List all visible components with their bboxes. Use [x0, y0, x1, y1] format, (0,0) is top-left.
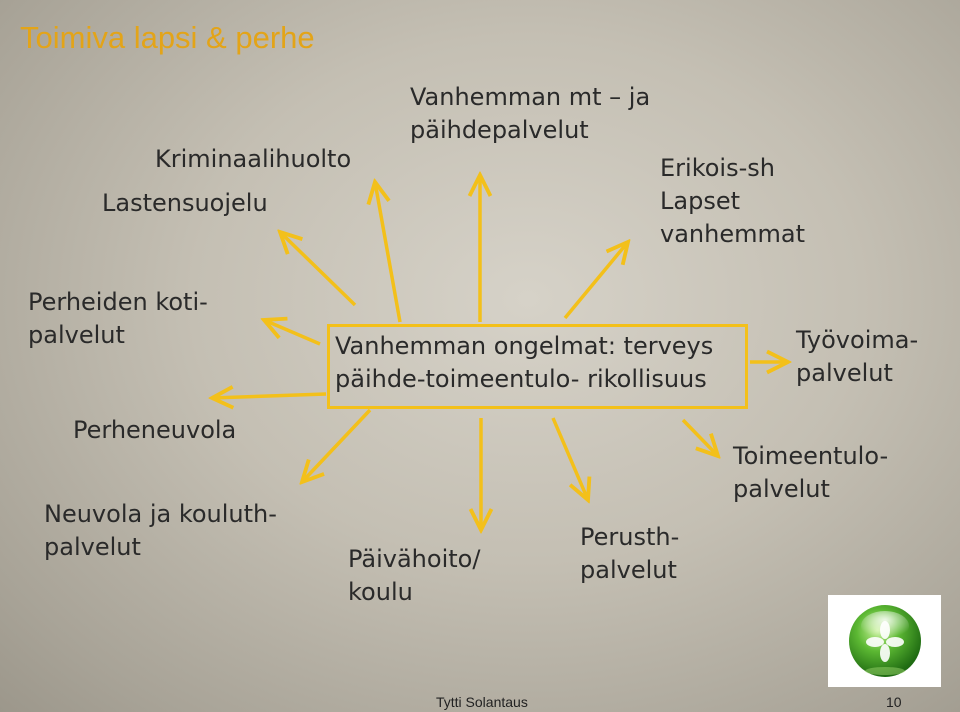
center-problem-text: Vanhemman ongelmat: terveys päihde-toime… — [335, 330, 713, 396]
arrow-to-kriminaalihuolto — [375, 182, 402, 323]
arrow-to-toimeentulo — [681, 418, 718, 456]
node-paivahoito-line2: koulu — [348, 578, 413, 606]
arrow-to-neuvola — [302, 408, 372, 482]
node-erikois-sh-line3: vanhemmat — [660, 220, 805, 248]
node-toimeentulo-line1: Toimeentulo- — [733, 442, 889, 470]
center-line-2: päihde-toimeentulo- rikollisuus — [335, 365, 707, 393]
logo — [828, 595, 941, 687]
node-erikois-sh-line1: Erikois-sh — [660, 154, 775, 182]
node-neuvola-kouluthpalvelut: Neuvola ja kouluth- palvelut — [44, 498, 277, 564]
node-perheneuvola: Perheneuvola — [73, 416, 237, 444]
node-paivahoito-koulu: Päivähoito/ koulu — [348, 543, 480, 609]
node-kriminaalihuolto: Kriminaalihuolto — [155, 145, 352, 173]
center-problem-box — [327, 324, 748, 409]
node-vanhemman-mt-line2: päihdepalvelut — [410, 116, 589, 144]
node-perusthpalvelut: Perusth- palvelut — [580, 521, 679, 587]
footer: Tytti Solantaus 10 — [0, 688, 960, 712]
arrow-to-perusth — [551, 417, 588, 500]
green-sphere-logo-icon — [848, 605, 921, 677]
slide-title: Toimiva lapsi & perhe — [20, 20, 315, 55]
node-erikois-sh-line2: Lapset — [660, 187, 740, 215]
arrow-to-lastensuojelu — [280, 232, 357, 307]
node-neuvola-line1: Neuvola ja kouluth- — [44, 500, 277, 528]
node-toimeentulo-line2: palvelut — [733, 475, 830, 503]
arrow-to-perheiden-koti — [264, 320, 321, 346]
node-neuvola-line2: palvelut — [44, 533, 141, 561]
node-vanhemman-mt: Vanhemman mt – ja päihdepalvelut — [410, 81, 650, 147]
arrow-to-perheneuvola — [212, 394, 327, 398]
footer-author: Tytti Solantaus — [436, 694, 528, 710]
node-perusth-line1: Perusth- — [580, 523, 680, 551]
node-paivahoito-line1: Päivähoito/ — [348, 545, 481, 573]
node-perheiden-koti-line1: Perheiden koti- — [28, 288, 208, 316]
node-tyovoimapalvelut: Työvoima- palvelut — [796, 324, 918, 390]
arrow-to-erikois-sh — [563, 242, 628, 320]
node-toimeentulopalvelut: Toimeentulo- palvelut — [733, 440, 888, 506]
node-tyovoima-line1: Työvoima- — [796, 326, 919, 354]
node-perheiden-koti-line2: palvelut — [28, 321, 125, 349]
node-lastensuojelu: Lastensuojelu — [102, 189, 268, 217]
page-number: 10 — [886, 694, 902, 710]
node-erikois-sh: Erikois-sh Lapset vanhemmat — [660, 152, 805, 251]
center-line-1: Vanhemman ongelmat: terveys — [335, 332, 714, 360]
node-tyovoima-line2: palvelut — [796, 359, 893, 387]
node-vanhemman-mt-line1: Vanhemman mt – ja — [410, 83, 651, 111]
node-perusth-line2: palvelut — [580, 556, 677, 584]
node-perheiden-kotipalvelut: Perheiden koti- palvelut — [28, 286, 208, 352]
